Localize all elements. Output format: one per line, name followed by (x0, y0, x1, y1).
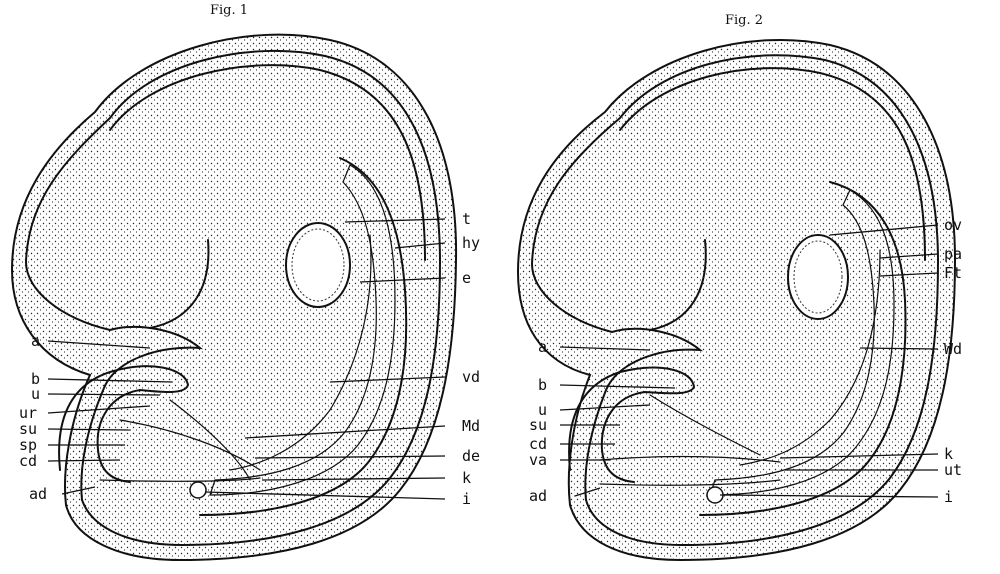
label-k: k (462, 469, 471, 487)
label-su-2: su (529, 416, 547, 434)
figure-2-outer-wall (516, 39, 957, 562)
label-Md: Md (462, 417, 480, 435)
label-u-2: u (538, 401, 547, 419)
label-k-2: k (944, 445, 953, 463)
figure-1-neural-tube (209, 164, 396, 496)
figure-2-brain-cavity (619, 67, 926, 331)
label-Ft: Ft (944, 264, 962, 282)
label-ur: ur (19, 404, 37, 422)
label-Wd: Wd (944, 340, 962, 358)
label-ov: ov (944, 216, 962, 234)
label-a-2: a (538, 338, 547, 356)
label-cd-2: cd (529, 435, 547, 453)
label-u: u (31, 385, 40, 403)
label-t: t (462, 210, 471, 228)
figure-2-title: Fig. 2 (725, 13, 763, 28)
figure-1-labels: t hy e a b u vd ur su Md sp de cd k ad i (19, 210, 480, 508)
label-de: de (462, 447, 480, 465)
figure-2-ducts (599, 249, 881, 486)
label-i: i (462, 490, 471, 508)
figure-1-head-fold (199, 157, 408, 516)
label-i-2: i (944, 488, 953, 506)
figure-2-allantois-loop (568, 366, 695, 483)
label-ad: ad (29, 485, 47, 503)
label-hy: hy (462, 234, 480, 252)
figure-1: Fig. 1 (10, 3, 480, 562)
figure-2-head-fold (699, 181, 907, 516)
label-e: e (462, 269, 471, 287)
figure-1-leader-lines (47, 218, 446, 500)
figure-1-optic-vesicle (285, 222, 351, 308)
label-b: b (31, 370, 40, 388)
label-ut: ut (944, 461, 962, 479)
figure-1-ducts (99, 234, 372, 482)
figure-2-leader-lines (559, 224, 939, 498)
label-ad-2: ad (529, 487, 547, 505)
figure-2-optic-vesicle (787, 234, 849, 320)
figure-1-allantois-loop (58, 365, 189, 483)
figure-2-labels: ov pa Ft a Wd b u su cd k va ut ad i (529, 216, 962, 506)
label-su: su (19, 420, 37, 438)
label-a: a (31, 332, 40, 350)
label-cd: cd (19, 452, 37, 470)
figure-1-brain-cavity (109, 64, 426, 329)
label-vd: vd (462, 368, 480, 386)
figure-2: Fig. 2 ov pa Ft (516, 13, 962, 562)
label-va: va (529, 451, 547, 469)
label-sp: sp (19, 436, 37, 454)
figure-1-title: Fig. 1 (210, 3, 248, 18)
label-pa: pa (944, 245, 962, 263)
figure-1-outer-wall (10, 33, 458, 562)
label-b-2: b (538, 376, 547, 394)
